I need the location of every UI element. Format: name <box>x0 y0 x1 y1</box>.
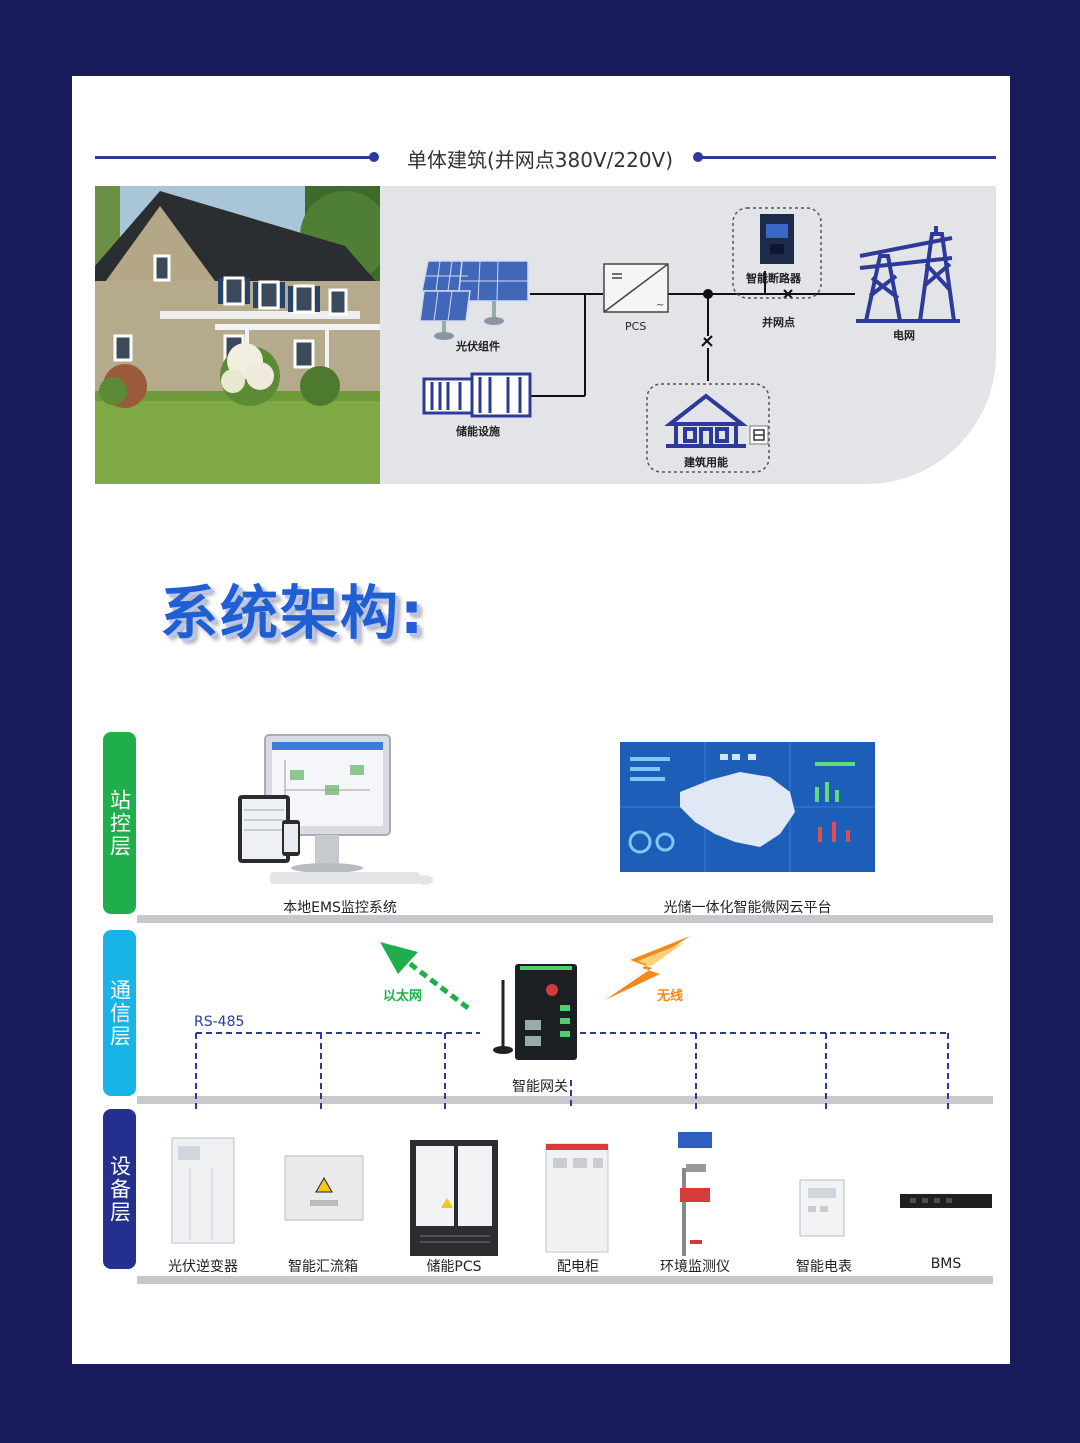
label-pv: 光伏组件 <box>456 340 500 353</box>
storage-pcs-icon <box>410 1140 498 1256</box>
house-photo <box>95 186 380 484</box>
svg-text:~: ~ <box>656 300 664 311</box>
rs485-bus-line <box>195 1032 949 1110</box>
pcs-icon: ~ <box>603 263 669 313</box>
grid-tower-icon <box>856 226 960 323</box>
junction-node <box>703 289 713 299</box>
ems-caption: 本地EMS监控系统 <box>283 900 397 916</box>
device-layer-tag: 设备层 <box>103 1109 136 1269</box>
smart-gateway-icon <box>493 964 577 1060</box>
comm-layer-tag: 通信层 <box>103 930 136 1096</box>
device-meter-label: 智能电表 <box>796 1259 852 1275</box>
section-title: 系统架构: <box>160 579 426 647</box>
building-dashed-box <box>646 383 770 473</box>
distribution-cabinet-icon <box>545 1143 609 1253</box>
gateway-caption: 智能网关 <box>512 1079 568 1095</box>
header-line-right <box>700 156 996 159</box>
cloud-platform-screen <box>620 742 875 872</box>
wireless-bolt-icon <box>605 936 690 1000</box>
building-house-icon <box>664 393 748 448</box>
combiner-box-icon <box>284 1155 364 1221</box>
cloud-caption: 光储一体化智能微网云平台 <box>663 900 832 916</box>
header-dot-left <box>369 152 379 162</box>
bms-icon <box>900 1194 992 1208</box>
rs485-label: RS-485 <box>194 1014 245 1030</box>
separator-station <box>137 915 993 923</box>
label-building: 建筑用能 <box>684 456 728 469</box>
wireless-label: 无线 <box>657 989 684 1004</box>
ethernet-label: 以太网 <box>383 989 423 1004</box>
pv-inverter-icon <box>171 1137 235 1244</box>
smart-breaker-icon <box>760 214 794 264</box>
ethernet-arrow-icon <box>380 942 470 1010</box>
environment-monitor-icon <box>678 1132 712 1256</box>
comm-layer-label: 通信层 <box>107 978 132 1048</box>
device-env-label: 环境监测仪 <box>660 1259 730 1275</box>
ems-computer-icon <box>238 734 433 885</box>
label-pcs: PCS <box>625 320 647 333</box>
comm-network-graphics <box>195 936 949 1110</box>
breaker-dashed-box <box>732 207 822 299</box>
grid-connection-diagram <box>380 186 996 484</box>
device-pcs-label: 储能PCS <box>426 1259 482 1275</box>
grid-diagram-graphics: ~ <box>419 207 960 473</box>
header-title: 单体建筑(并网点380V/220V) <box>406 148 674 172</box>
label-storage: 储能设施 <box>456 425 500 438</box>
device-inverter-label: 光伏逆变器 <box>168 1259 238 1275</box>
label-grid-point: 并网点 <box>762 316 795 329</box>
header-line-left <box>95 156 372 159</box>
station-layer-tag: 站控层 <box>103 732 136 914</box>
label-grid: 电网 <box>893 329 915 342</box>
solar-panel-icon <box>419 260 529 340</box>
separator-comm <box>137 1096 993 1104</box>
station-layer-label: 站控层 <box>107 788 132 858</box>
device-cabinet-label: 配电柜 <box>557 1259 599 1275</box>
separator-device <box>137 1276 993 1284</box>
energy-storage-icon <box>422 372 532 418</box>
house-photo-illustration <box>95 186 380 484</box>
device-bms-label: BMS <box>930 1256 962 1272</box>
device-combiner-label: 智能汇流箱 <box>288 1259 358 1275</box>
label-breaker: 智能断路器 <box>746 272 801 285</box>
header-dot-right <box>693 152 703 162</box>
device-layer-graphics <box>171 1132 992 1256</box>
device-layer-label: 设备层 <box>107 1154 132 1224</box>
smart-meter-icon <box>799 1179 845 1237</box>
